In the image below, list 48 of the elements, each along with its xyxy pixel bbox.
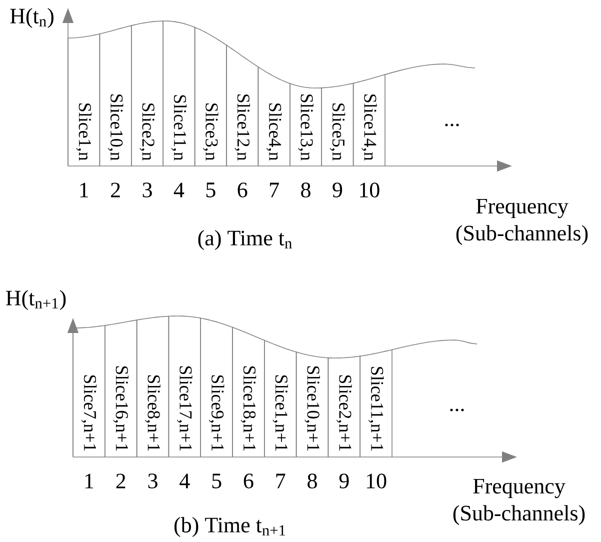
slice-bar: Slice2,n+1 (328, 356, 360, 458)
tick-label: 8 (308, 474, 317, 488)
tick-label: 9 (339, 474, 349, 488)
tick-label: 5 (206, 182, 216, 198)
tick-label: 10 (360, 182, 380, 198)
slice-bar: Slice11,n+1 (360, 349, 392, 458)
slice-bar: Slice4,n (258, 66, 290, 166)
tick-label: 5 (212, 474, 222, 488)
tick-label: 3 (148, 474, 158, 488)
slice-bar: Slice13,n (290, 82, 322, 166)
slice-bar: Slice14,n (352, 74, 386, 166)
axis-label: H(t$_{n}$) (10, 8, 54, 28)
slice-bar: Slice2,n (131, 20, 164, 166)
caption: (b) Time t$_{n+1}$ (174, 517, 286, 537)
tick-label: 2 (116, 474, 126, 488)
slice-bar: Slice5,n (321, 82, 354, 166)
caption: (a) Time t$_{n}$ (198, 230, 292, 250)
slice-bar: Slice10,n+1 (296, 351, 329, 458)
slice-bar: Slice16,n+1 (104, 320, 138, 458)
tick-label: 1 (85, 474, 94, 488)
slice-bar: Slice1,n+1 (264, 340, 297, 458)
ellipsis: ... (450, 408, 464, 412)
slice-bar: Slice7,n+1 (72, 325, 106, 458)
slice-bar: Slice11,n (162, 20, 196, 166)
tick-label: 1 (80, 182, 88, 198)
slice-bar: Slice12,n (226, 44, 259, 166)
slice-bar: Slice9,n+1 (200, 318, 233, 458)
slice-bar: Slice8,n+1 (136, 316, 170, 458)
tick-label: 6 (238, 182, 248, 198)
axis-label: H(t$_{n+1}$) (6, 290, 66, 310)
slice-bar: Slice3,n (194, 26, 227, 166)
tick-label: 4 (180, 474, 190, 488)
tick-label: 4 (174, 182, 184, 198)
tick-label: 3 (142, 182, 152, 198)
slice-bar: Slice18,n+1 (232, 326, 265, 458)
tick-label: 9 (332, 182, 342, 198)
slice-bar: Slice10,n (99, 25, 132, 166)
tick-label: 6 (244, 474, 254, 488)
tick-label: 10 (366, 474, 386, 488)
slice-bar: Slice1,n (68, 33, 100, 166)
tick-label: 7 (270, 182, 279, 198)
tick-label: 2 (111, 182, 120, 198)
ellipsis: ... (445, 124, 459, 126)
slice-bar: Slice17,n+1 (168, 316, 201, 458)
axis-title: Frequency (Sub-channels) (456, 198, 588, 246)
tick-label: 8 (301, 182, 310, 198)
axis-title: Frequency (Sub-channels) (453, 478, 585, 526)
tick-label: 7 (276, 474, 286, 488)
